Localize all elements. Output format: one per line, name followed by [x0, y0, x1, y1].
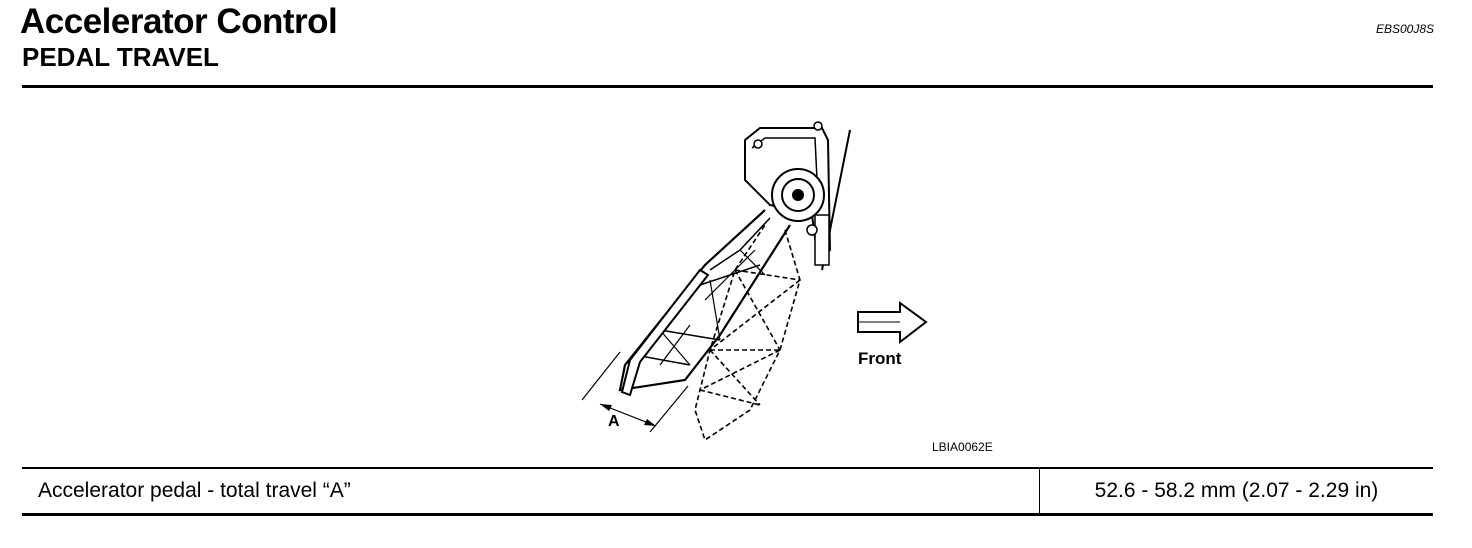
- pivot-inner: [781, 178, 815, 212]
- pedal-pad-released: [620, 268, 710, 397]
- pedal-arm-released: [618, 209, 791, 392]
- bracket-bolt: [813, 121, 823, 131]
- connector-bolt: [806, 224, 818, 236]
- spec-item-value: 52.6 - 58.2 mm (2.07 - 2.29 in): [1094, 479, 1379, 502]
- front-direction-label: Front: [858, 349, 902, 368]
- dimension-label: A: [608, 413, 620, 430]
- sensor-connector: [814, 214, 830, 266]
- dimension-extension-line: [649, 385, 689, 433]
- pedal-travel-diagram: A Front LBIA0062E: [560, 100, 1040, 460]
- pedal-arm-brace: [659, 249, 766, 366]
- dimension-extension-line: [581, 351, 621, 401]
- page-title: Accelerator Control: [20, 2, 338, 41]
- bracket-bolt: [753, 139, 763, 149]
- section-subtitle: PEDAL TRAVEL: [22, 42, 219, 72]
- spec-table: Accelerator pedal - total travel “A” 52.…: [22, 467, 1433, 516]
- pedal-illustration: A Front LBIA0062E: [581, 121, 993, 454]
- pedal-arm-depressed: [694, 224, 801, 442]
- table-row: Accelerator pedal - total travel “A” 52.…: [22, 468, 1433, 515]
- document-code: EBS00J8S: [1375, 22, 1434, 36]
- figure-code: LBIA0062E: [932, 440, 993, 454]
- dimension-arrow-head: [600, 404, 612, 411]
- dimension-arrow-head: [644, 419, 656, 426]
- pivot-center: [792, 189, 804, 201]
- spec-item-name: Accelerator pedal - total travel “A”: [22, 468, 1040, 515]
- header-divider: [22, 85, 1433, 88]
